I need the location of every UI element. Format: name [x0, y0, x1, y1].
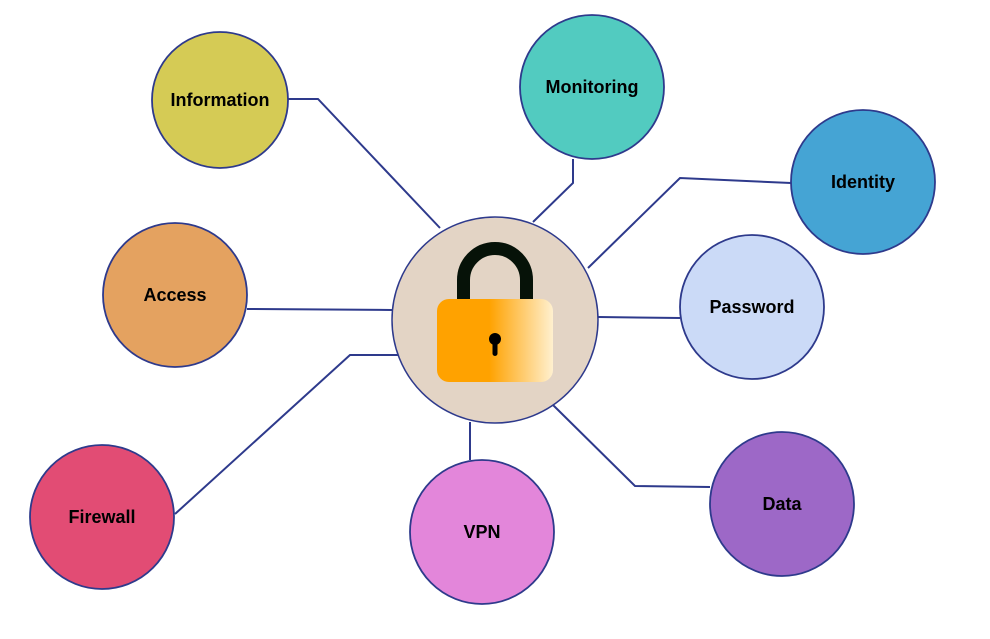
node-label: Information — [171, 90, 270, 110]
node-access: Access — [102, 222, 248, 368]
node-circle — [102, 222, 248, 368]
node-vpn: VPN — [409, 459, 555, 605]
connector-password — [597, 316, 681, 319]
connector-monitoring — [532, 159, 574, 223]
node-label: Access — [143, 285, 206, 305]
node-circle — [519, 14, 665, 160]
node-circle — [679, 234, 825, 380]
connector-information — [288, 98, 441, 229]
node-label: VPN — [463, 522, 500, 542]
node-circle — [151, 31, 289, 169]
node-label: Monitoring — [546, 77, 639, 97]
node-label: Data — [762, 494, 802, 514]
node-password: Password — [679, 234, 825, 380]
center-node — [391, 216, 599, 424]
node-firewall: Firewall — [29, 444, 175, 590]
padlock-icon — [437, 242, 553, 382]
connector-access — [246, 308, 393, 311]
node-data: Data — [709, 431, 855, 577]
connector-data — [552, 404, 711, 488]
node-circle — [409, 459, 555, 605]
node-information: Information — [151, 31, 289, 169]
connector-identity — [587, 176, 792, 269]
node-label: Password — [709, 297, 794, 317]
node-circle — [29, 444, 175, 590]
connector-firewall — [174, 354, 398, 515]
node-label: Firewall — [68, 507, 135, 527]
node-circle — [790, 109, 936, 255]
node-circle — [709, 431, 855, 577]
node-identity: Identity — [790, 109, 936, 255]
connectors — [174, 98, 792, 515]
node-label: Identity — [831, 172, 895, 192]
node-monitoring: Monitoring — [519, 14, 665, 160]
